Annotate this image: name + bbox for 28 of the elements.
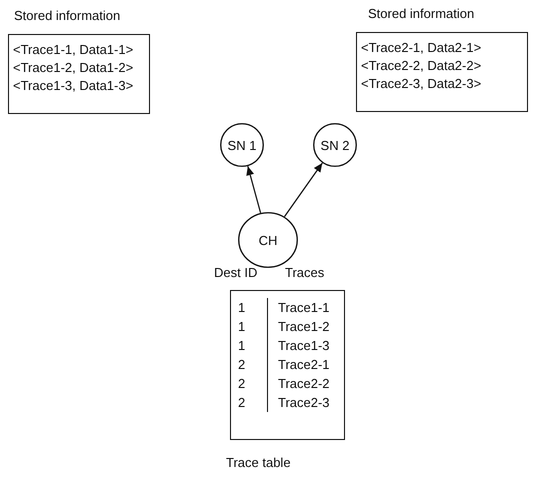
column-header: Dest ID [214,265,258,280]
table-cell: 1 [238,319,246,334]
table-cell: Trace1-1 [278,300,330,315]
list-entry: <Trace1-1, Data1-1> [13,41,134,59]
list-entry: <Trace1-3, Data1-3> [13,77,134,95]
column-header: Traces [285,265,324,280]
table-cell: Trace2-1 [278,357,330,372]
node-label: SN 2 [320,138,350,152]
node-label: SN 1 [228,138,256,152]
table-cell: Trace2-3 [278,395,330,410]
heading: Stored information [14,8,120,23]
heading: Stored information [368,6,474,21]
list-entry: <Trace2-3, Data2-3> [361,75,482,93]
table-cell: 2 [238,357,246,372]
table-cell: 2 [238,395,246,410]
list-entry: <Trace1-2, Data1-2> [13,59,134,77]
list-entry: <Trace2-2, Data2-2> [361,57,482,75]
table-cell: 1 [238,300,246,315]
list-entry: <Trace2-1, Data2-1> [361,39,482,57]
table-cell: Trace1-2 [278,319,330,334]
arrow [284,162,323,217]
arrow [246,166,262,214]
node-label: CH [258,232,278,248]
table-cell: 1 [238,338,246,353]
table-cell: 2 [238,376,246,391]
table-cell: Trace1-3 [278,338,330,353]
table-caption: Trace table [226,455,291,470]
table-cell: Trace2-2 [278,376,330,391]
